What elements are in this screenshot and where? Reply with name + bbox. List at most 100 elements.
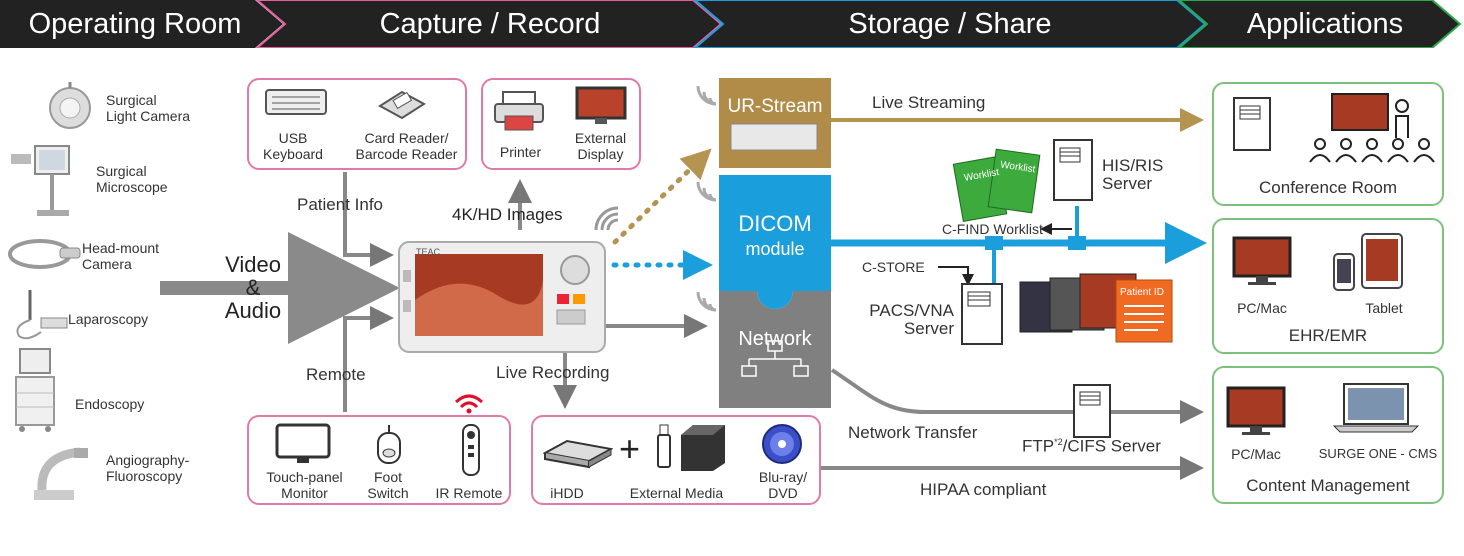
cstore-label: C-STORE bbox=[862, 259, 925, 275]
external-display-label: External Display bbox=[574, 130, 627, 162]
card-reader-label: Card Reader/ Barcode Reader bbox=[355, 130, 458, 162]
ur-stream-device bbox=[730, 123, 818, 151]
dicom-title: DICOM bbox=[738, 211, 812, 236]
printer-label: Printer bbox=[499, 144, 542, 160]
dicom-subtitle: module bbox=[745, 239, 805, 259]
chevron-storage bbox=[693, 0, 1207, 48]
ur-stream-module bbox=[719, 78, 831, 168]
endoscopy-icon bbox=[15, 348, 55, 432]
cstore-arrow bbox=[938, 266, 974, 286]
ihdd-label: iHDD bbox=[550, 485, 584, 501]
device-brand: TEAC bbox=[416, 247, 441, 257]
surge-label: SURGE ONE - CMS bbox=[1318, 446, 1438, 461]
image-stack-icon bbox=[1019, 273, 1173, 343]
puzzle-tab bbox=[757, 291, 793, 309]
laparoscopy-icon bbox=[16, 290, 68, 340]
usb-keyboard-label: USB Keyboard bbox=[263, 130, 323, 162]
stage-applications: Applications bbox=[1246, 7, 1404, 40]
external-display-icon bbox=[575, 86, 627, 124]
stage-storage-share: Storage / Share bbox=[848, 7, 1052, 40]
cfind-label: C-FIND Worklist bbox=[942, 221, 1043, 237]
content-management-label: Content Management bbox=[1246, 476, 1410, 495]
network-module bbox=[719, 291, 831, 408]
external-hdd-icon bbox=[681, 425, 725, 471]
source-laparoscopy: Laparoscopy bbox=[68, 311, 149, 327]
pacs-label: PACS/VNA Server bbox=[869, 301, 954, 338]
wireless-icon-ur bbox=[696, 85, 717, 106]
pc-mac-label-1: PC/Mac bbox=[1237, 300, 1287, 316]
source-microscope: Surgical Microscope bbox=[96, 163, 168, 195]
live-recording-label: Live Recording bbox=[496, 363, 610, 382]
remote-label: Remote bbox=[306, 365, 366, 384]
conference-server-icon bbox=[1233, 97, 1271, 151]
network-topology-icon bbox=[741, 340, 809, 377]
network-transfer-arrow bbox=[830, 368, 1204, 424]
patient-info-arrow bbox=[343, 172, 394, 267]
pc-monitor-icon-2 bbox=[1226, 386, 1286, 435]
wireless-icon-network bbox=[696, 291, 717, 312]
input-devices-box: USB Keyboard Card Reader/ Barcode Reader bbox=[247, 78, 467, 170]
ir-remote-label: IR Remote bbox=[435, 485, 503, 501]
laptop-icon bbox=[1332, 383, 1420, 433]
tablet-label: Tablet bbox=[1365, 300, 1403, 316]
ftp-suffix: /CIFS Server bbox=[1062, 436, 1161, 456]
phone-icon bbox=[1333, 253, 1355, 291]
source-angiography: Angiography- Fluoroscopy bbox=[106, 452, 190, 484]
patient-info-label: Patient Info bbox=[297, 195, 384, 214]
ihdd-icon bbox=[543, 439, 613, 469]
ftp-server-icon bbox=[1073, 384, 1111, 438]
ftp-footnote: *2 bbox=[1054, 437, 1063, 447]
stage-capture-record: Capture / Record bbox=[379, 7, 601, 40]
tablet-icon bbox=[1361, 233, 1403, 289]
bluray-label: Blu-ray/ DVD bbox=[758, 469, 808, 501]
pc-mac-label-2: PC/Mac bbox=[1231, 446, 1281, 462]
pc-monitor-icon-1 bbox=[1232, 236, 1292, 285]
ir-remote-icon bbox=[462, 424, 480, 476]
remote-arrow bbox=[343, 306, 394, 412]
microscope-icon bbox=[11, 145, 70, 216]
chevron-applications bbox=[1177, 0, 1462, 48]
hipaa-label: HIPAA compliant bbox=[920, 480, 1047, 499]
ur-stream-dotted bbox=[612, 148, 712, 245]
controls-box: Touch-panel Monitor Foot Switch IR Remot… bbox=[247, 415, 511, 505]
pacs-server-icon bbox=[961, 283, 1003, 345]
usb-stick-icon bbox=[657, 424, 671, 468]
conference-audience-icon bbox=[1309, 93, 1435, 163]
ir-signal-icon bbox=[454, 394, 484, 414]
chevron-capture bbox=[255, 0, 723, 48]
worklist-docs-icon bbox=[952, 148, 1041, 222]
card-reader-icon bbox=[378, 90, 426, 120]
wireless-icon-device bbox=[594, 206, 619, 231]
content-management-box: PC/Mac SURGE ONE - CMS Content Managemen… bbox=[1212, 366, 1444, 504]
ehr-emr-box: PC/Mac Tablet EHR/EMR bbox=[1212, 218, 1444, 354]
printer-icon bbox=[494, 91, 544, 131]
his-ris-server-icon bbox=[1053, 139, 1093, 201]
angiography-icon bbox=[34, 447, 88, 500]
print-display-box: Printer External Display bbox=[481, 78, 641, 170]
disc-icon bbox=[762, 424, 802, 464]
ftp-label: FTP*2/CIFS Server bbox=[1022, 434, 1161, 455]
stage-operating-room: Operating Room bbox=[28, 7, 242, 40]
recorder-device bbox=[398, 241, 606, 353]
patient-id-label: Patient ID bbox=[1120, 287, 1164, 298]
network-title: Network bbox=[738, 328, 812, 350]
touch-monitor-icon bbox=[275, 423, 331, 463]
source-head-camera: Head-mount Camera bbox=[82, 240, 160, 272]
source-endoscopy: Endoscopy bbox=[75, 396, 145, 412]
his-ris-label: HIS/RIS Server bbox=[1102, 156, 1164, 193]
chevron-operating-room bbox=[0, 0, 283, 48]
ehr-emr-label: EHR/EMR bbox=[1288, 326, 1368, 345]
keyboard-icon bbox=[265, 89, 327, 115]
surgical-light-icon bbox=[49, 82, 91, 129]
ftp-prefix: FTP bbox=[1022, 436, 1055, 456]
conference-room-box: Conference Room bbox=[1212, 82, 1444, 206]
live-streaming-label: Live Streaming bbox=[872, 93, 986, 112]
conference-room-label: Conference Room bbox=[1259, 178, 1397, 197]
head-camera-icon bbox=[8, 239, 81, 269]
touch-monitor-label: Touch-panel Monitor bbox=[266, 469, 343, 501]
foot-switch-label: Foot Switch bbox=[367, 469, 409, 501]
module-stack bbox=[719, 78, 831, 408]
foot-switch-icon bbox=[377, 425, 401, 464]
external-media-label: External Media bbox=[629, 485, 724, 501]
workflow-diagram: Operating Room Capture / Record Storage … bbox=[0, 0, 1462, 505]
